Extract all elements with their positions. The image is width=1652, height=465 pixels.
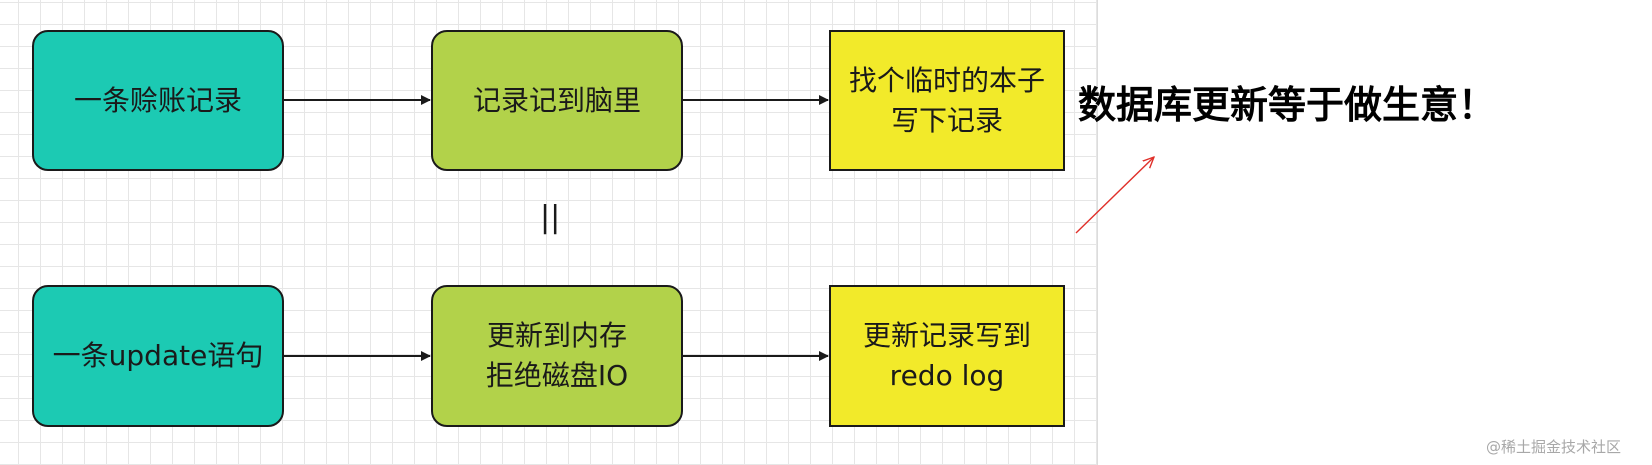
headline-title: 数据库更新等于做生意！ bbox=[1078, 83, 1497, 127]
annotation-arrow bbox=[1075, 157, 1154, 234]
row1-box-remember[interactable]: 记录记到脑里 bbox=[431, 30, 683, 171]
row2-box-update-statement-label: 一条update语句 bbox=[52, 339, 264, 372]
row2-box-update-statement[interactable]: 一条update语句 bbox=[32, 285, 284, 427]
row2-box-memory-update[interactable]: 更新到内存 拒绝磁盘IO bbox=[431, 285, 683, 427]
row1-box-credit-record[interactable]: 一条赊账记录 bbox=[32, 30, 284, 171]
row1-box-notebook-label: 找个临时的本子 写下记录 bbox=[848, 63, 1045, 137]
row1-box-notebook[interactable]: 找个临时的本子 写下记录 bbox=[829, 30, 1065, 171]
row1-box-credit-record-label: 一条赊账记录 bbox=[73, 83, 242, 117]
equals-sign: || bbox=[540, 200, 561, 235]
row2-box-memory-update-label: 更新到内存 拒绝磁盘IO bbox=[485, 319, 629, 392]
canvas-edge bbox=[1097, 0, 1098, 465]
row2-box-redo-log-label: 更新记录写到 redo log bbox=[862, 319, 1031, 392]
row2-box-redo-log[interactable]: 更新记录写到 redo log bbox=[829, 285, 1065, 427]
row1-box-remember-label: 记录记到脑里 bbox=[472, 83, 641, 117]
watermark: @稀土掘金技术社区 bbox=[1486, 438, 1622, 456]
